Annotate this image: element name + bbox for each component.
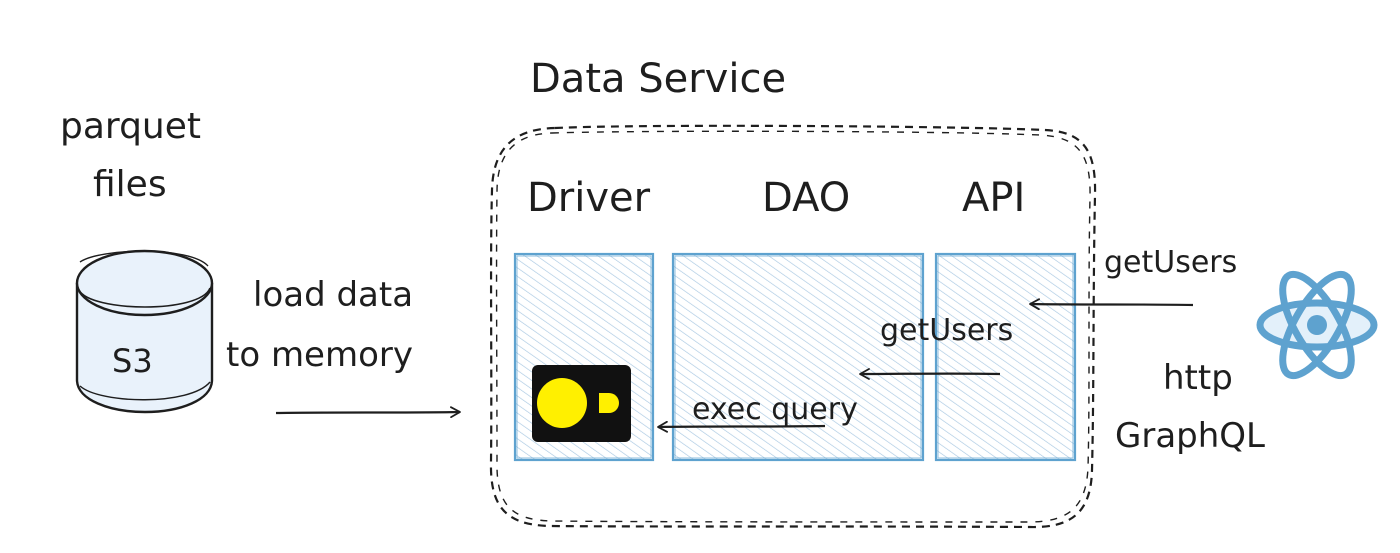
load-arrow bbox=[275, 406, 461, 419]
dao-to-driver-arrow bbox=[657, 420, 826, 433]
driver-heading: Driver bbox=[527, 175, 651, 221]
exec-query-label: exec query bbox=[692, 392, 858, 427]
s3-label: S3 bbox=[112, 342, 153, 380]
data-service-title: Data Service bbox=[530, 56, 786, 102]
api-layer-box bbox=[934, 252, 1077, 462]
client-getusers-label: getUsers bbox=[1104, 245, 1237, 280]
duckdb-logo-icon bbox=[532, 365, 631, 442]
files-label: files bbox=[93, 164, 167, 205]
http-label: http bbox=[1163, 358, 1233, 398]
driver-layer-box-outline bbox=[516, 255, 652, 459]
api-heading: API bbox=[962, 175, 1025, 221]
parquet-label: parquet bbox=[60, 106, 201, 147]
dao-layer-box-outline bbox=[674, 255, 922, 459]
graphql-label: GraphQL bbox=[1115, 416, 1265, 456]
s3-storage-icon bbox=[75, 249, 214, 414]
api-getusers-label: getUsers bbox=[880, 313, 1013, 348]
dao-heading: DAO bbox=[762, 175, 850, 221]
react-client-icon bbox=[1256, 270, 1378, 380]
api-layer-box-outline bbox=[937, 255, 1074, 459]
client-to-api-arrow bbox=[1029, 298, 1194, 311]
to-memory-label: to memory bbox=[226, 335, 413, 375]
dao-layer-box bbox=[671, 252, 925, 462]
data-service-boundary bbox=[489, 124, 1097, 529]
load-data-label: load data bbox=[253, 275, 413, 315]
